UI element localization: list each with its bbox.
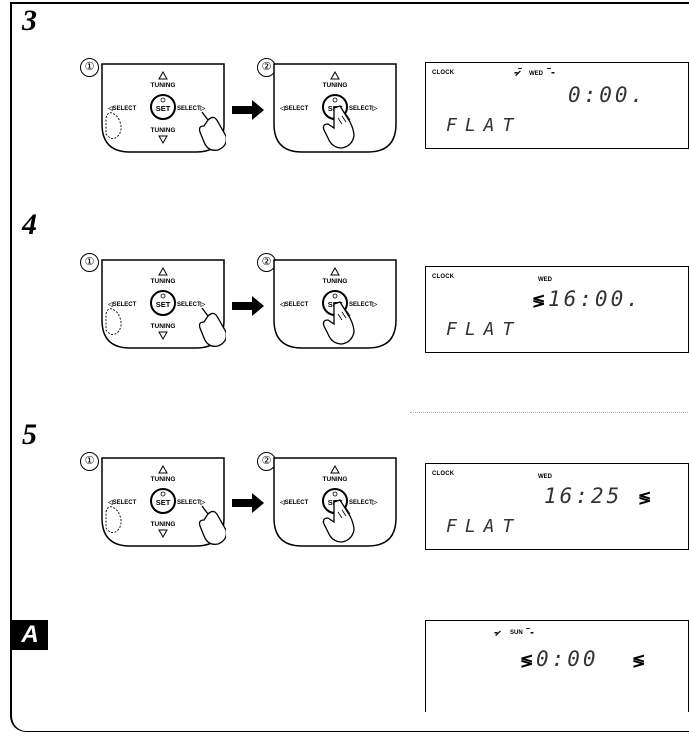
remote-panel: TUNING SET ◁SELECT SELECT▷ TUNING bbox=[100, 456, 226, 547]
lcd-time: 16:25 bbox=[544, 484, 623, 508]
lcd-day: SUN bbox=[510, 630, 523, 636]
blink-marks-icon: ≶ bbox=[632, 653, 646, 670]
tuning-down-label: TUNING bbox=[151, 521, 176, 528]
tuning-up-label: TUNING bbox=[151, 476, 176, 483]
step-number: 4 bbox=[22, 208, 37, 241]
lcd-clock-label: CLOCK bbox=[432, 274, 455, 280]
select-right-label: SELECT▷ bbox=[349, 105, 378, 112]
select-right-label: SELECT▷ bbox=[349, 499, 378, 506]
tuning-up-label: TUNING bbox=[323, 82, 348, 89]
blink-marks-icon: ≶ bbox=[520, 653, 534, 670]
lcd-mode: FLAT bbox=[446, 115, 522, 136]
lcd-mode: FLAT bbox=[446, 516, 522, 537]
lcd-display: CLOCK ‐̷ˉ WED ˉ‐ 0:00. FLAT bbox=[425, 62, 689, 149]
select-left-label: ◁SELECT bbox=[279, 499, 309, 506]
blink-marks-icon: ≶ bbox=[532, 293, 546, 310]
tuning-up-label: TUNING bbox=[323, 278, 348, 285]
select-left-label: ◁SELECT bbox=[107, 301, 137, 308]
select-right-label: SELECT▷ bbox=[177, 301, 206, 308]
tuning-down-label: TUNING bbox=[151, 323, 176, 330]
set-button-label: SET bbox=[156, 300, 171, 309]
set-button-label: SET bbox=[156, 104, 171, 113]
page-frame bbox=[10, 2, 689, 732]
lcd-day: WED bbox=[538, 277, 552, 283]
blink-marks-icon: ‐̷ bbox=[494, 625, 498, 639]
tuning-up-label: TUNING bbox=[323, 476, 348, 483]
step-marker-1: ① bbox=[80, 452, 99, 471]
lcd-mode: FLAT bbox=[446, 319, 522, 340]
lcd-clock-label: CLOCK bbox=[432, 471, 455, 477]
select-left-label: ◁SELECT bbox=[279, 105, 309, 112]
blink-marks-icon: ≶ bbox=[638, 490, 652, 507]
select-right-label: SELECT▷ bbox=[349, 301, 378, 308]
lcd-time: 16:00. bbox=[548, 287, 642, 311]
lcd-day: WED bbox=[529, 71, 543, 77]
lcd-display: CLOCK WED ≶ 16:00. FLAT bbox=[425, 266, 689, 353]
select-left-label: ◁SELECT bbox=[107, 105, 137, 112]
select-right-label: SELECT▷ bbox=[177, 499, 206, 506]
lcd-clock-label: CLOCK bbox=[432, 70, 455, 76]
tuning-down-label: TUNING bbox=[151, 127, 176, 134]
lcd-display-a: ‐̷ SUN ˉ‐ ≶ 0:00 ≶ bbox=[425, 620, 689, 712]
arrow-icon bbox=[232, 296, 264, 321]
lcd-display: CLOCK WED 16:25 ≶ FLAT bbox=[425, 463, 689, 550]
blink-marks-icon: ˉ‐ bbox=[526, 625, 534, 639]
select-left-label: ◁SELECT bbox=[107, 499, 137, 506]
remote-panel: TUNING SET ◁SELECT SELECT▷ TUNING bbox=[100, 258, 226, 349]
remote-panel: TUNING SET ◁SELECT SELECT▷ TUNING bbox=[100, 62, 226, 153]
lcd-time: 0:00. bbox=[568, 83, 647, 107]
step-number: 3 bbox=[22, 4, 37, 37]
lcd-time: 0:00 bbox=[536, 647, 599, 671]
arrow-icon bbox=[232, 493, 264, 518]
select-left-label: ◁SELECT bbox=[279, 301, 309, 308]
tuning-up-label: TUNING bbox=[151, 278, 176, 285]
blink-marks-icon: ˉ‐ bbox=[547, 65, 555, 79]
step-marker-1: ① bbox=[80, 58, 99, 77]
section-a-label: A bbox=[12, 620, 48, 650]
set-button-label: SET bbox=[156, 498, 171, 507]
divider-line bbox=[410, 412, 689, 413]
tuning-up-label: TUNING bbox=[151, 82, 176, 89]
step-marker-1: ① bbox=[80, 253, 99, 272]
step-number: 5 bbox=[22, 418, 37, 451]
lcd-day: WED bbox=[538, 474, 552, 480]
arrow-icon bbox=[232, 100, 264, 125]
blink-marks-icon: ‐̷ˉ bbox=[514, 65, 522, 79]
select-right-label: SELECT▷ bbox=[177, 105, 206, 112]
